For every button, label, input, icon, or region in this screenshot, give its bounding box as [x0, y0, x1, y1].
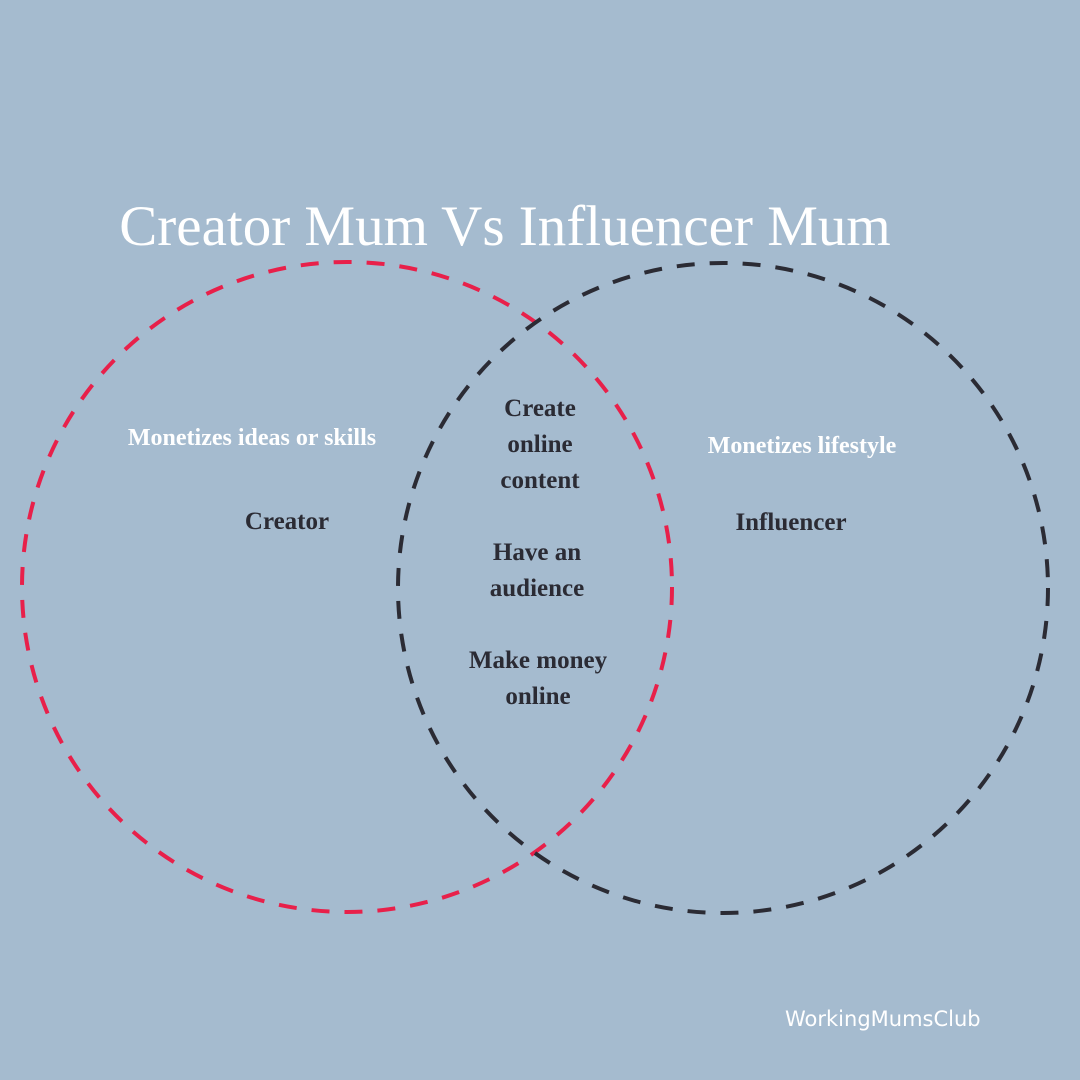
overlap-item-audience: Have an audience: [489, 539, 585, 602]
page-title: Creator Mum Vs Influencer Mum: [119, 195, 891, 259]
influencer-description: Monetizes lifestyle: [707, 433, 897, 459]
creator-description: Monetizes ideas or skills: [127, 425, 377, 451]
influencer-label: Influencer: [735, 509, 847, 536]
overlap-item-make-money: Make money online: [468, 647, 608, 710]
creator-label: Creator: [244, 508, 330, 535]
influencer-circle: [396, 261, 1050, 915]
brand-footer: WorkingMumsClub: [785, 1007, 981, 1031]
creator-circle: [20, 260, 674, 914]
overlap-item-create-content: Create online content: [500, 395, 580, 494]
